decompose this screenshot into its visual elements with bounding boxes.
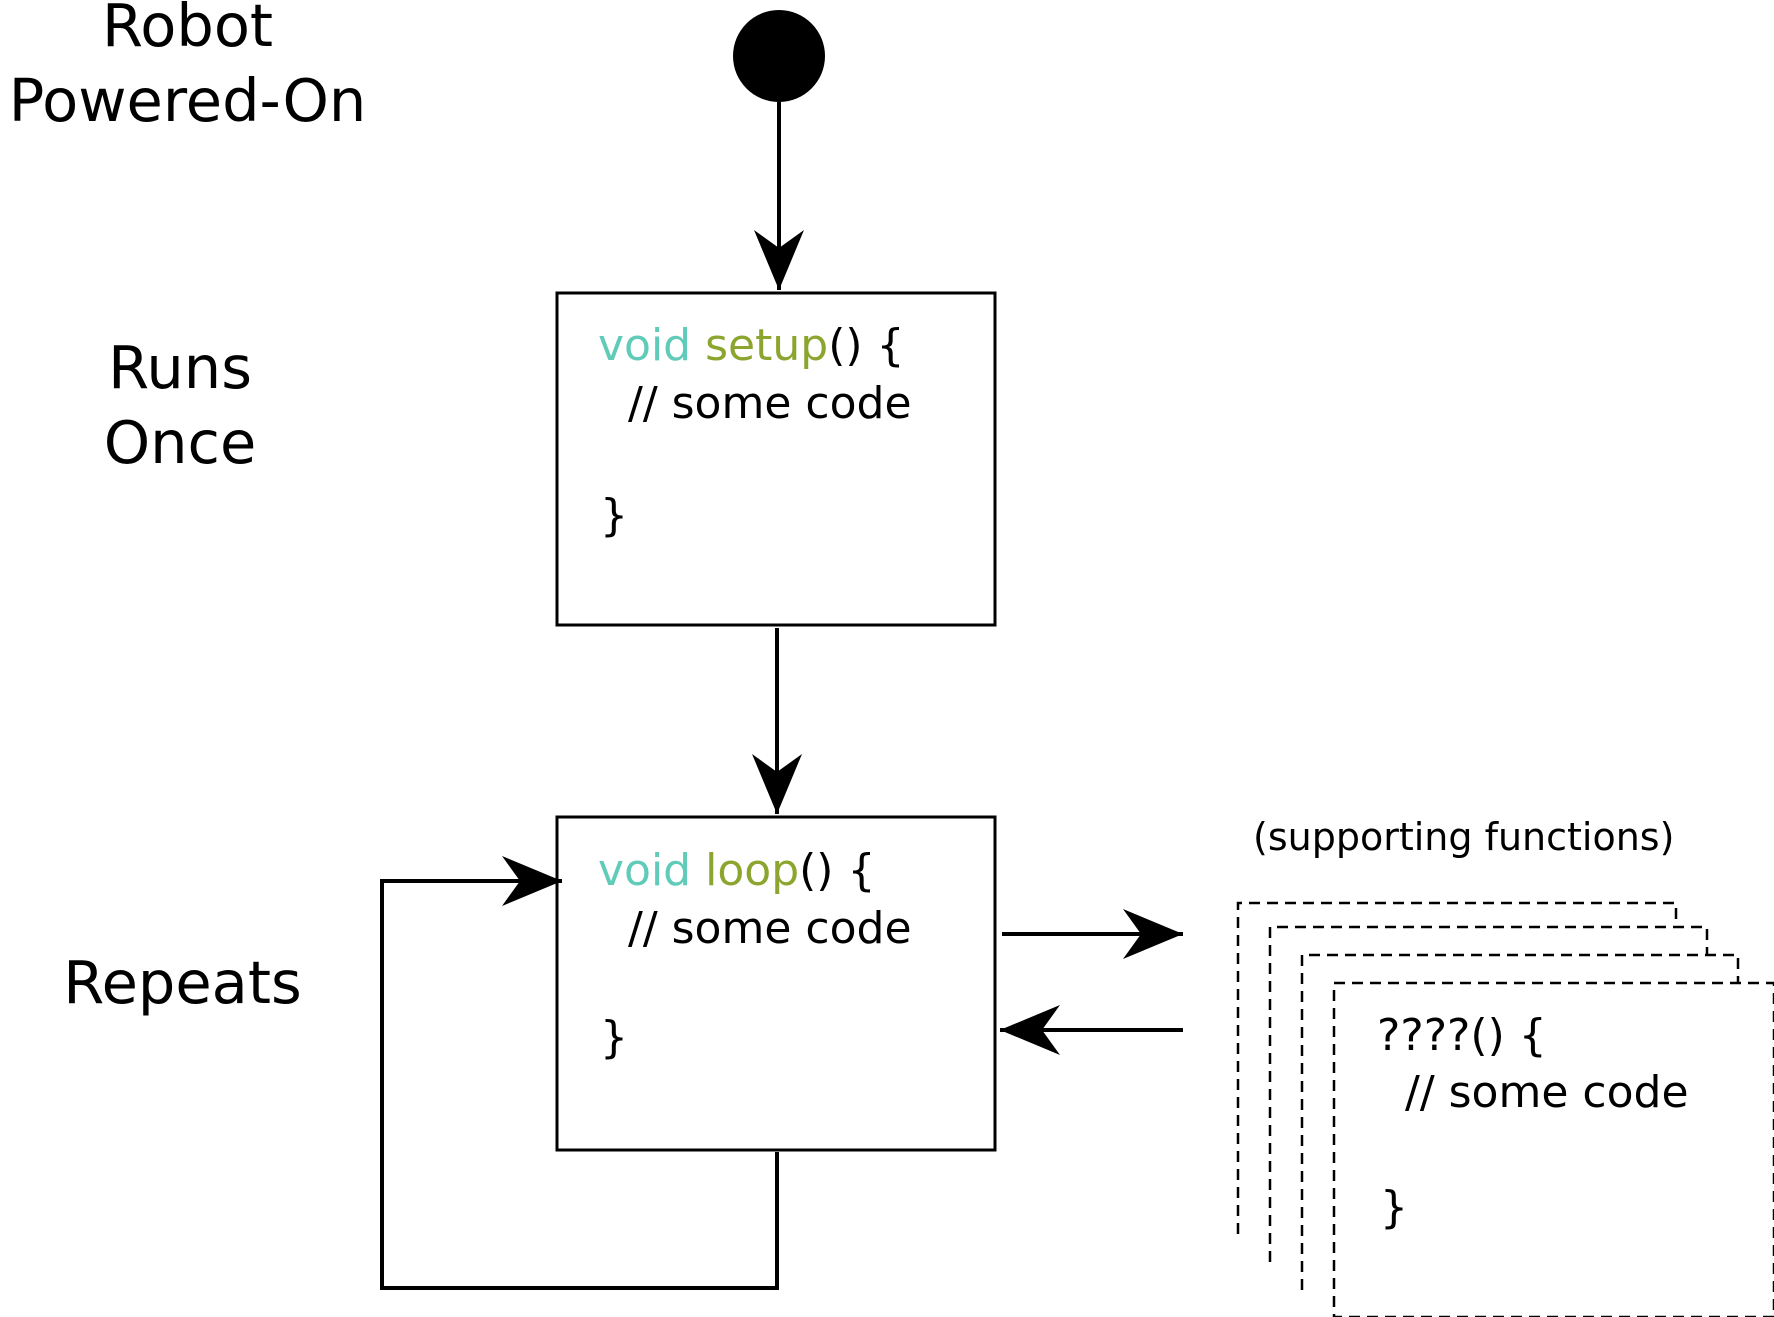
setup-close-brace: } bbox=[600, 490, 628, 541]
repeats-label: Repeats bbox=[63, 948, 302, 1017]
loop-signature-rest: () { bbox=[799, 845, 875, 896]
setup-keyword: void bbox=[598, 320, 691, 371]
loop-name: loop bbox=[705, 845, 799, 896]
loop-keyword: void bbox=[598, 845, 691, 896]
supporting-function-page bbox=[1332, 981, 1774, 1317]
setup-comment: // some code bbox=[628, 378, 912, 429]
setup-signature-rest: () { bbox=[828, 320, 904, 371]
label-line-once: Once bbox=[103, 408, 257, 477]
supporting-comment: // some code bbox=[1405, 1067, 1689, 1118]
loop-comment: // some code bbox=[628, 903, 912, 954]
label-line-powered-on: Powered-On bbox=[8, 66, 367, 135]
loop-close-brace: } bbox=[600, 1012, 628, 1063]
runs-once-label: Runs Once bbox=[60, 330, 300, 480]
robot-powered-on-label: Robot Powered-On bbox=[0, 0, 375, 138]
label-line-robot: Robot bbox=[101, 0, 274, 60]
supporting-signature: ????() { bbox=[1377, 1010, 1547, 1061]
loop-signature: void loop() { bbox=[598, 845, 875, 896]
start-node bbox=[733, 10, 825, 102]
label-line-runs: Runs bbox=[108, 333, 252, 402]
setup-function-box bbox=[555, 291, 997, 627]
loop-repeat-path bbox=[380, 856, 779, 1290]
setup-name: setup bbox=[705, 320, 828, 371]
supporting-function-stack bbox=[1236, 901, 1774, 1317]
loop-function-box bbox=[555, 815, 997, 1152]
setup-signature: void setup() { bbox=[598, 320, 905, 371]
supporting-functions-caption: (supporting functions) bbox=[1253, 815, 1674, 859]
supporting-close-brace: } bbox=[1380, 1182, 1408, 1233]
